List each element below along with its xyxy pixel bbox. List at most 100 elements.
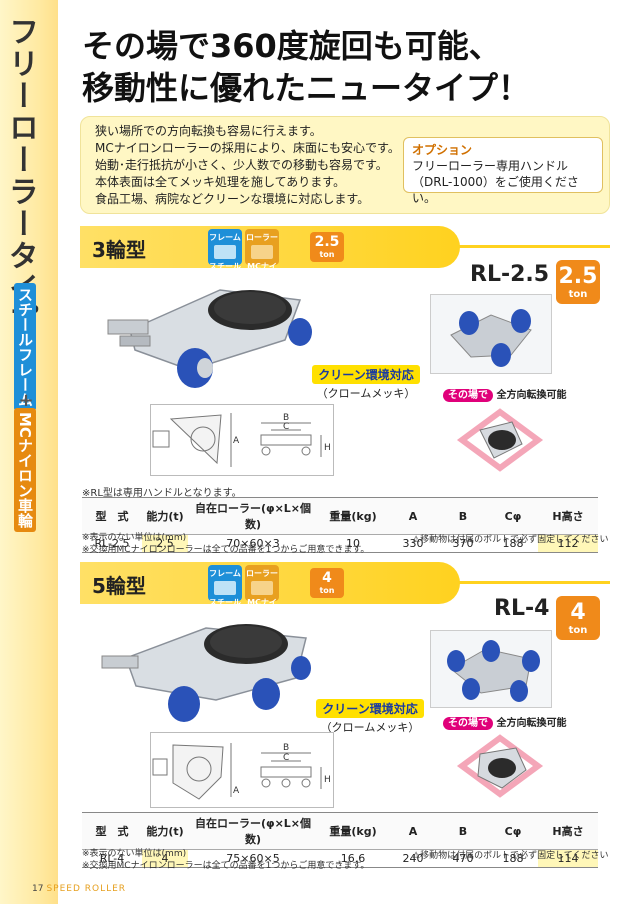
dim-label-b: B [283, 743, 289, 753]
cell-roller: 75×60×5 [188, 849, 318, 868]
underside-image [447, 640, 540, 702]
frame-badge: フレーム スチール [208, 565, 242, 607]
drawing-image: A B C H [152, 743, 331, 800]
col-roller: 自在ローラー(φ×L×個数) [188, 497, 318, 535]
photo-underside [430, 630, 552, 708]
dim-label-h: H [324, 775, 331, 785]
sidebar-tag-mc-nylon: MCナイロン車輪 [14, 408, 36, 532]
fix-warning: ⚠移動物は付属のボルトで必ず固定してください [412, 535, 609, 545]
cell-c: 188 [488, 534, 538, 553]
spec-table-rl4: 型 式 能力(t) 自在ローラー(φ×L×個数) 重量(kg) A B Cφ H… [82, 812, 598, 868]
cell-roller: 70×60×3 [188, 534, 318, 553]
section1-line [458, 245, 610, 248]
col-capacity: 能力(t) [142, 497, 188, 535]
table1-note: ※RL型は専用ハンドルとなります。 [82, 488, 242, 499]
roller-badge: ローラー MCナイロン [245, 565, 279, 618]
product-image-rl25 [107, 289, 312, 388]
section2-header: 5輪型 フレーム スチール ローラー MCナイロン 4 ton [80, 562, 460, 618]
cell-model: RL-2.5 [82, 534, 142, 553]
frame-square-icon [214, 245, 236, 259]
col-b: B [438, 497, 488, 535]
dim-label-h: H [324, 443, 331, 453]
spec-table-rl25: 型 式 能力(t) 自在ローラー(φ×L×個数) 重量(kg) A B Cφ H… [82, 497, 598, 553]
clean-env-label: クリーン環境対応 [312, 365, 420, 384]
clean-env-sub: （クロームメッキ） [320, 721, 420, 734]
col-model: 型 式 [82, 497, 142, 535]
roller-badge-bottom: MCナイロン [247, 262, 277, 282]
cell-h: 114 [538, 849, 598, 868]
unit-note: ※表示のない単位は(mm) [82, 849, 187, 859]
unit-note: ※表示のない単位は(mm) [82, 533, 187, 543]
cell-weight: 16.6 [318, 849, 388, 868]
cell-c: 188 [488, 849, 538, 868]
option-line1: フリーローラー専用ハンドル [412, 159, 569, 173]
ton-icon: 4 ton [310, 568, 344, 598]
col-weight: 重量(kg) [318, 497, 388, 535]
capacity-value: 2.5 [558, 264, 598, 289]
rotation-pill: その場で [443, 717, 493, 730]
drawing-image: A B C H [152, 413, 331, 467]
col-a: A [388, 497, 438, 535]
roller-badge-top: ローラー [246, 233, 278, 242]
rotation-diagram [456, 408, 544, 472]
col-a: A [388, 812, 438, 850]
headline-line1: その場で360度旋回も可能、 [82, 27, 501, 65]
col-c: Cφ [488, 497, 538, 535]
option-title: オプション [412, 143, 473, 157]
frame-badge-bottom: スチール [209, 598, 241, 607]
table-row: RL-2.5 2.5 70×60×3 10 330 370 188 112 [82, 534, 598, 553]
frame-badge-bottom: スチール [209, 262, 241, 271]
col-model: 型 式 [82, 812, 142, 850]
capacity-badge: 4 ton [556, 596, 600, 640]
section2-title: 5輪型 [92, 574, 146, 598]
cell-model: RL-4 [82, 849, 142, 868]
section2-line [458, 581, 610, 584]
table-row: RL-4 4 75×60×5 16.6 240 470 188 114 [82, 849, 598, 868]
rotation-text: 全方向転換可能 [496, 718, 567, 729]
feature-item: 狭い場所での方向転換も容易に行えます。 [95, 124, 322, 138]
roller-badge-top: ローラー [246, 569, 278, 578]
rotation-label: その場で 全方向転換可能 [443, 386, 566, 402]
cell-b: 370 [438, 534, 488, 553]
col-b: B [438, 812, 488, 850]
ton-icon: 2.5 ton [310, 232, 344, 262]
headline-line2: 移動性に優れたニュータイプ！ [82, 69, 531, 107]
rotation-label: その場で 全方向転換可能 [443, 714, 567, 730]
option-line2: （DRL-1000）をご使用ください。 [412, 175, 579, 205]
frame-badge-top: フレーム [209, 233, 241, 242]
capacity-badge: 2.5 ton [556, 260, 600, 304]
frame-square-icon [214, 581, 236, 595]
cell-a: 240 [388, 849, 438, 868]
sidebar-plus: + [18, 390, 34, 411]
col-roller: 自在ローラー(φ×L×個数) [188, 812, 318, 850]
sidebar: フリーローラータイプ スチールフレーム + MCナイロン車輪 [0, 0, 58, 904]
headline: その場で360度旋回も可能、 移動性に優れたニュータイプ！ [82, 25, 622, 109]
dim-label-b: B [283, 413, 289, 423]
dim-label-a: A [233, 786, 240, 796]
product-image-rl4 [101, 624, 311, 722]
col-c: Cφ [488, 812, 538, 850]
replacement-note: ※交換用MCナイロンローラーは全ての品番を1つからご用意できます。 [82, 861, 370, 871]
col-capacity: 能力(t) [142, 812, 188, 850]
frame-badge: フレーム スチール [208, 229, 242, 271]
model-name: RL-2.5 [470, 262, 550, 287]
ton-value: 4 [322, 570, 332, 586]
cell-weight: 10 [318, 534, 388, 553]
capacity-unit: ton [568, 625, 588, 636]
col-h: H高さ [538, 812, 598, 850]
ton-unit: ton [319, 586, 335, 595]
dimension-drawing-rl25: A B C H [150, 404, 334, 476]
cell-b: 470 [438, 849, 488, 868]
roller-square-icon [251, 245, 273, 259]
table2-notes: ※表示のない単位は(mm) ※交換用MCナイロンローラーは全ての品番を1つからご… [82, 848, 369, 872]
section1-title: 3輪型 [92, 238, 146, 262]
col-weight: 重量(kg) [318, 812, 388, 850]
feature-list: 狭い場所での方向転換も容易に行えます。 MCナイロンローラーの採用により、床面に… [95, 123, 400, 208]
feature-item: MCナイロンローラーの採用により、床面にも安心です。 [95, 141, 400, 155]
roller-badge: ローラー MCナイロン [245, 229, 279, 282]
capacity-unit: ton [568, 289, 588, 300]
clean-env-tag: クリーン環境対応 （クロームメッキ） [306, 364, 426, 401]
capacity-value: 4 [570, 600, 586, 625]
underside-image [450, 309, 532, 367]
clean-env-tag: クリーン環境対応 （クロームメッキ） [310, 698, 430, 735]
